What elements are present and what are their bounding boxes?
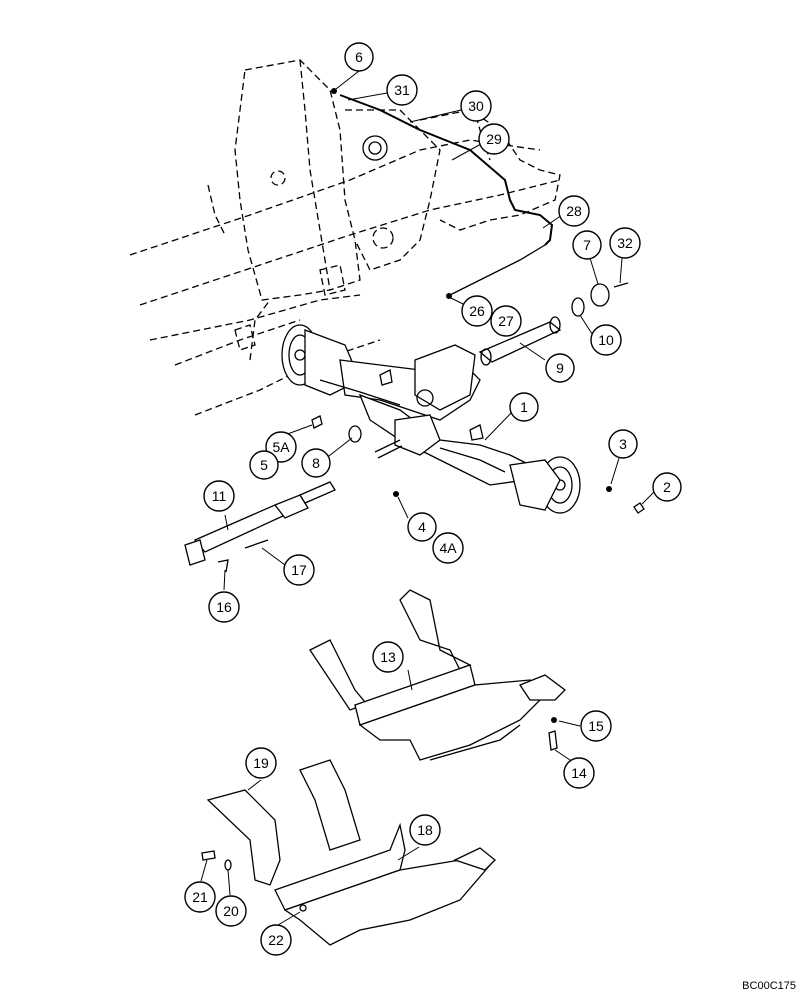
bolt-14: [548, 730, 558, 751]
callout-18[interactable]: 18: [409, 814, 441, 846]
svg-text:10: 10: [598, 332, 614, 348]
svg-text:16: 16: [216, 599, 232, 615]
callout-20[interactable]: 20: [215, 895, 247, 927]
callout-13[interactable]: 13: [372, 641, 404, 673]
bolt-21: [201, 850, 216, 861]
fitting-26: [446, 293, 452, 299]
svg-text:4A: 4A: [439, 540, 457, 556]
callout-3[interactable]: 3: [608, 429, 638, 459]
callout-27[interactable]: 27: [490, 305, 522, 337]
callout-6[interactable]: 6: [344, 42, 374, 72]
nut-2: [633, 502, 645, 514]
washer-20: [224, 859, 232, 871]
svg-text:8: 8: [312, 455, 320, 471]
svg-text:29: 29: [486, 131, 502, 147]
frame-outline: [129, 59, 561, 416]
bolt-5a: [311, 415, 323, 429]
callout-4[interactable]: 4: [407, 512, 437, 542]
leader-lines: [200, 70, 655, 926]
callout-29[interactable]: 29: [478, 123, 510, 155]
skid-plate-13: [309, 589, 566, 761]
callout-1[interactable]: 1: [509, 392, 539, 422]
svg-text:31: 31: [394, 82, 410, 98]
callout-17[interactable]: 17: [283, 554, 315, 586]
callout-9[interactable]: 9: [545, 353, 575, 383]
svg-text:14: 14: [571, 765, 587, 781]
washer-8: [348, 425, 362, 443]
svg-text:2: 2: [663, 479, 671, 495]
ring-7: [590, 283, 610, 307]
hydraulic-line: [339, 94, 554, 246]
callout-21[interactable]: 21: [184, 881, 216, 913]
callout-4a[interactable]: 4A: [432, 532, 464, 564]
skid-plate-18: [206, 759, 496, 946]
svg-text:5: 5: [260, 457, 268, 473]
svg-text:32: 32: [617, 235, 633, 251]
callout-31[interactable]: 31: [386, 74, 418, 106]
callout-11[interactable]: 11: [203, 480, 235, 512]
callout-26[interactable]: 26: [461, 295, 493, 327]
callout-2[interactable]: 2: [652, 472, 682, 502]
svg-text:6: 6: [355, 49, 363, 65]
svg-text:13: 13: [380, 649, 396, 665]
svg-text:30: 30: [468, 98, 484, 114]
callout-7[interactable]: 7: [572, 230, 602, 260]
pivot-tube: [478, 316, 562, 366]
svg-text:28: 28: [566, 203, 582, 219]
callout-14[interactable]: 14: [563, 757, 595, 789]
svg-text:1: 1: [520, 399, 528, 415]
svg-text:18: 18: [417, 822, 433, 838]
callout-5[interactable]: 5: [249, 450, 279, 480]
svg-text:11: 11: [212, 488, 227, 504]
svg-text:3: 3: [619, 436, 627, 452]
drive-shaft: [184, 481, 336, 573]
svg-text:17: 17: [291, 562, 307, 578]
figure-code: BC00C175: [742, 980, 796, 992]
callout-32[interactable]: 32: [609, 227, 641, 259]
nut-4: [393, 491, 399, 497]
callout-10[interactable]: 10: [590, 324, 622, 356]
svg-text:19: 19: [253, 755, 269, 771]
svg-text:15: 15: [588, 718, 604, 734]
nut-3: [606, 486, 612, 492]
callout-22[interactable]: 22: [260, 924, 292, 956]
callout-16[interactable]: 16: [208, 591, 240, 623]
svg-text:5A: 5A: [272, 439, 290, 455]
callout-8[interactable]: 8: [301, 448, 331, 478]
svg-text:4: 4: [418, 519, 426, 535]
fitting-6: [331, 88, 337, 94]
washer-15: [551, 717, 557, 723]
svg-text:22: 22: [268, 932, 284, 948]
svg-text:21: 21: [192, 889, 208, 905]
svg-text:9: 9: [556, 360, 564, 376]
pin-32: [613, 282, 629, 288]
hydraulic-line-branch: [449, 244, 546, 296]
washer-10: [571, 297, 585, 317]
axle-assembly: [281, 324, 581, 514]
svg-text:20: 20: [223, 903, 239, 919]
callout-15[interactable]: 15: [580, 710, 612, 742]
svg-text:7: 7: [583, 237, 591, 253]
callout-28[interactable]: 28: [558, 195, 590, 227]
svg-text:26: 26: [469, 303, 485, 319]
svg-text:27: 27: [498, 313, 514, 329]
callout-30[interactable]: 30: [460, 90, 492, 122]
callout-19[interactable]: 19: [245, 747, 277, 779]
